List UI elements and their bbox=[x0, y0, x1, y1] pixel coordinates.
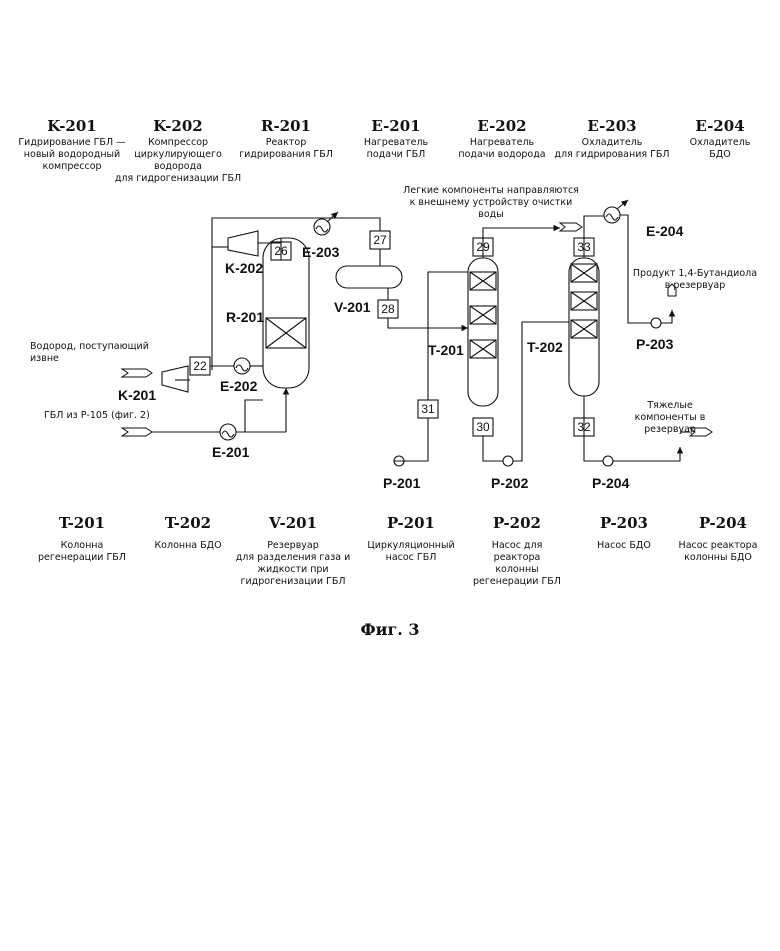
cooler-e204 bbox=[604, 207, 620, 223]
tag-k202: K-202 bbox=[225, 260, 263, 276]
stream-28: 28 bbox=[381, 302, 395, 316]
separator-v201 bbox=[336, 266, 402, 288]
legend-code-p202: P-202 bbox=[467, 514, 567, 532]
stream-26: 26 bbox=[274, 244, 288, 258]
pump-p202 bbox=[503, 456, 513, 466]
tag-e204: E-204 bbox=[646, 223, 684, 239]
heater-e201 bbox=[220, 424, 236, 440]
outlet-arrow-light bbox=[560, 223, 582, 231]
stream-32: 32 bbox=[577, 420, 591, 434]
tag-e201: E-201 bbox=[212, 444, 250, 460]
pump-p203 bbox=[651, 318, 661, 328]
heater-e202 bbox=[234, 358, 250, 374]
tag-t202: T-202 bbox=[527, 339, 563, 355]
tag-v201: V-201 bbox=[334, 299, 371, 315]
compressor-k202 bbox=[228, 231, 258, 256]
legend-code-t201: T-201 bbox=[32, 514, 132, 532]
legend-code-t202: T-202 bbox=[138, 514, 238, 532]
figure-caption: Фиг. 3 bbox=[0, 620, 780, 639]
note-product: Продукт 1,4-Бутандиола в резервуар bbox=[630, 268, 760, 292]
compressor-k201 bbox=[162, 366, 188, 392]
stream-33: 33 bbox=[577, 240, 591, 254]
legend-desc-p201: Циркуляционный насос ГБЛ bbox=[351, 540, 471, 564]
legend-code-p203: P-203 bbox=[574, 514, 674, 532]
column-t201 bbox=[468, 258, 498, 406]
tag-p203: P-203 bbox=[636, 336, 674, 352]
legend-code-v201: V-201 bbox=[243, 514, 343, 532]
note-heavy: Тяжелые компоненты в резервуар bbox=[610, 400, 730, 436]
column-t202 bbox=[569, 258, 599, 396]
inlet-arrow-hydrogen bbox=[122, 369, 152, 377]
inlet-arrow-gbl bbox=[122, 428, 152, 436]
stream-22: 22 bbox=[193, 359, 207, 373]
legend-desc-p204: Насос реактора колонны БДО bbox=[658, 540, 778, 564]
tag-t201: T-201 bbox=[428, 342, 464, 358]
note-hydrogen: Водород, поступающий извне bbox=[30, 341, 180, 365]
tag-e203: E-203 bbox=[302, 244, 340, 260]
stream-27: 27 bbox=[373, 233, 387, 247]
tag-p202: P-202 bbox=[491, 475, 529, 491]
note-light-components: Легкие компоненты направляются к внешнем… bbox=[396, 185, 586, 221]
legend-code-p201: P-201 bbox=[361, 514, 461, 532]
legend-desc-v201: Резервуар для разделения газа и жидкости… bbox=[223, 540, 363, 588]
tag-p204: P-204 bbox=[592, 475, 630, 491]
tag-r201: R-201 bbox=[226, 309, 264, 325]
pump-p204 bbox=[603, 456, 613, 466]
legend-desc-p202: Насос для реактора колонны регенерации Г… bbox=[457, 540, 577, 588]
tag-p201: P-201 bbox=[383, 475, 421, 491]
legend-desc-t201: Колонна регенерации ГБЛ bbox=[22, 540, 142, 564]
legend-code-p204: P-204 bbox=[673, 514, 773, 532]
stream-30: 30 bbox=[476, 420, 490, 434]
stream-31: 31 bbox=[421, 402, 435, 416]
stream-29: 29 bbox=[476, 240, 490, 254]
tag-e202: E-202 bbox=[220, 378, 258, 394]
tag-k201: K-201 bbox=[118, 387, 156, 403]
note-gbl-in: ГБЛ из Р-105 (фиг. 2) bbox=[44, 410, 184, 422]
